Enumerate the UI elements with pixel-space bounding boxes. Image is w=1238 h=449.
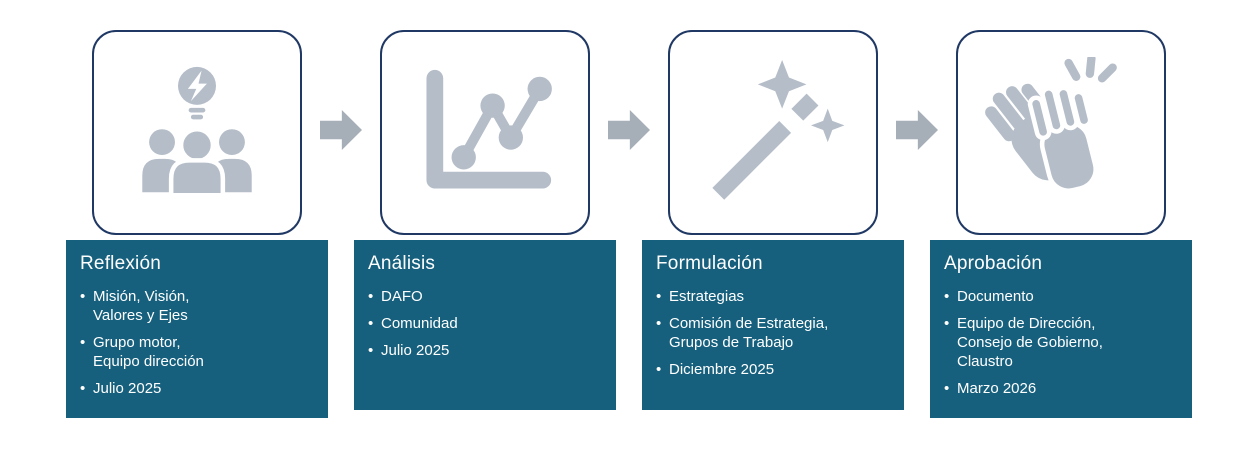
bullet-list: • Documento • Equipo de Dirección, Consejo…: [944, 287, 1180, 398]
bullet-item: • Equipo de Dirección, Consejo de Gobiern…: [944, 314, 1180, 371]
stage-reflexion: Reflexión • Misión, Visión, Valores y Eje…: [66, 30, 328, 418]
bullet-text: Diciembre 2025: [669, 361, 775, 378]
stage-formulacion: Formulación • Estrategias • Comisión de Es…: [642, 30, 904, 410]
bullet-text: DAFO: [381, 288, 423, 305]
bullet-item: • Documento: [944, 287, 1180, 306]
bullet-text: Misión, Visión, Valores y Ejes: [93, 288, 190, 324]
stage-title: Aprobación: [944, 253, 1043, 274]
bullet-item: • Grupo motor, Equipo dirección: [80, 333, 316, 371]
magic-wand-icon: [712, 59, 845, 200]
bullet-item: • Estrategias: [656, 287, 892, 306]
bullet-item: • Comisión de Estrategia, Grupos de Traba…: [656, 314, 892, 352]
bullet-item: • Marzo 2026: [944, 379, 1180, 398]
bullet-dot: •: [944, 380, 950, 397]
bullet-dot: •: [944, 315, 950, 332]
line-chart-icon: [426, 69, 552, 188]
team-idea-icon: [142, 66, 252, 198]
stage-aprobacion: Aprobación • Documento • Equipo de Direcci…: [930, 30, 1192, 418]
arrow-between-1-2: [320, 110, 362, 150]
arrow-between-3-4: [896, 110, 938, 150]
bullet-list: • Estrategias • Comisión de Estrategia, Gr…: [656, 287, 892, 379]
bullet-item: • Misión, Visión, Valores y Ejes: [80, 287, 316, 325]
bullet-dot: •: [80, 380, 86, 397]
bullet-text: Julio 2025: [381, 342, 450, 359]
bullet-text: Comunidad: [381, 315, 458, 332]
stage-icon-card: [380, 30, 590, 235]
bullet-item: • Julio 2025: [368, 341, 604, 360]
bullet-dot: •: [944, 288, 950, 305]
stage-panel: Análisis • DAFO • Comunidad • Julio 2025: [354, 240, 616, 410]
stage-icon-card: [668, 30, 878, 235]
stage-icon-card: [956, 30, 1166, 235]
bullet-dot: •: [656, 315, 662, 332]
bullet-text: Julio 2025: [93, 380, 162, 397]
stage-panel: Aprobación • Documento • Equipo de Direcci…: [930, 240, 1192, 418]
bullet-list: • DAFO • Comunidad • Julio 2025: [368, 287, 604, 360]
bullet-dot: •: [368, 342, 374, 359]
bullet-text: Marzo 2026: [957, 380, 1037, 397]
bullet-text: Equipo de Dirección, Consejo de Gobierno…: [957, 315, 1103, 370]
bullet-dot: •: [656, 288, 662, 305]
bullet-text: Estrategias: [669, 288, 745, 305]
arrow-between-2-3: [608, 110, 650, 150]
stage-icon-card: [92, 30, 302, 235]
stage-panel: Formulación • Estrategias • Comisión de Es…: [642, 240, 904, 410]
bullet-dot: •: [80, 334, 86, 351]
stage-title: Análisis: [368, 253, 436, 274]
bullet-text: Documento: [957, 288, 1034, 305]
bullet-item: • Diciembre 2025: [656, 360, 892, 379]
bullet-text: Grupo motor, Equipo dirección: [93, 334, 204, 370]
bullet-text: Comisión de Estrategia, Grupos de Trabaj…: [669, 315, 829, 351]
stage-title: Reflexión: [80, 253, 162, 274]
bullet-dot: •: [368, 315, 374, 332]
bullet-list: • Misión, Visión, Valores y Ejes • Grupo m…: [80, 287, 316, 398]
bullet-item: • DAFO: [368, 287, 604, 306]
bullet-dot: •: [80, 288, 86, 305]
stages-row: Reflexión • Misión, Visión, Valores y Eje…: [66, 30, 1192, 418]
bullet-item: • Comunidad: [368, 314, 604, 333]
bullet-dot: •: [656, 361, 662, 378]
bullet-dot: •: [368, 288, 374, 305]
stage-analisis: Análisis • DAFO • Comunidad • Julio 2025: [354, 30, 616, 410]
stage-title: Formulación: [656, 253, 763, 274]
bullet-item: • Julio 2025: [80, 379, 316, 398]
stage-panel: Reflexión • Misión, Visión, Valores y Eje…: [66, 240, 328, 418]
clapping-hands-icon: [985, 56, 1117, 193]
